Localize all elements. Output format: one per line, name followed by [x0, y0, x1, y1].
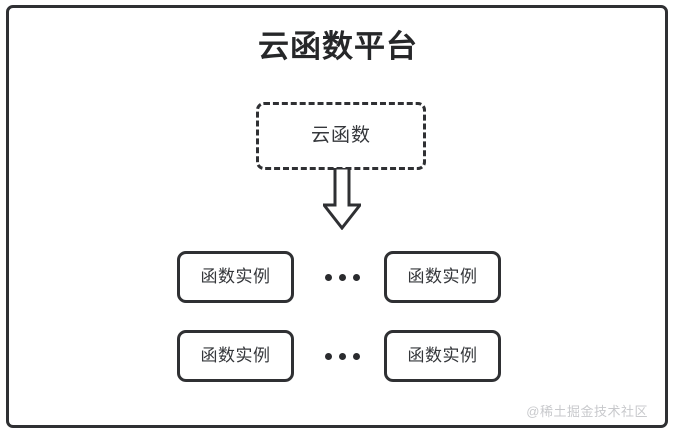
ellipsis-dot [352, 273, 360, 281]
instance-row: 函数实例 函数实例 [0, 330, 676, 382]
function-instance-label: 函数实例 [407, 267, 478, 286]
cloud-function-label: 云函数 [310, 125, 371, 146]
ellipsis-dot [338, 352, 346, 360]
arrow-down-block-svg [320, 166, 364, 231]
ellipsis-dot [324, 273, 332, 281]
cloud-function-box: 云函数 [256, 102, 426, 170]
page-title: 云函数平台 [258, 29, 418, 64]
function-instance-box: 函数实例 [384, 330, 501, 382]
function-instance-box: 函数实例 [384, 251, 501, 303]
ellipsis-icon [316, 330, 368, 382]
ellipsis-dot [338, 273, 346, 281]
instance-row: 函数实例 函数实例 [0, 251, 676, 303]
ellipsis-dot [324, 352, 332, 360]
ellipsis-dot [352, 352, 360, 360]
ellipsis-icon [316, 251, 368, 303]
watermark: @稀土掘金技术社区 [526, 404, 648, 419]
function-instance-label: 函数实例 [407, 346, 478, 365]
function-instance-label: 函数实例 [200, 267, 271, 286]
function-instance-box: 函数实例 [177, 251, 294, 303]
function-instance-label: 函数实例 [200, 346, 271, 365]
function-instance-box: 函数实例 [177, 330, 294, 382]
arrow-down-block-icon [320, 166, 364, 231]
